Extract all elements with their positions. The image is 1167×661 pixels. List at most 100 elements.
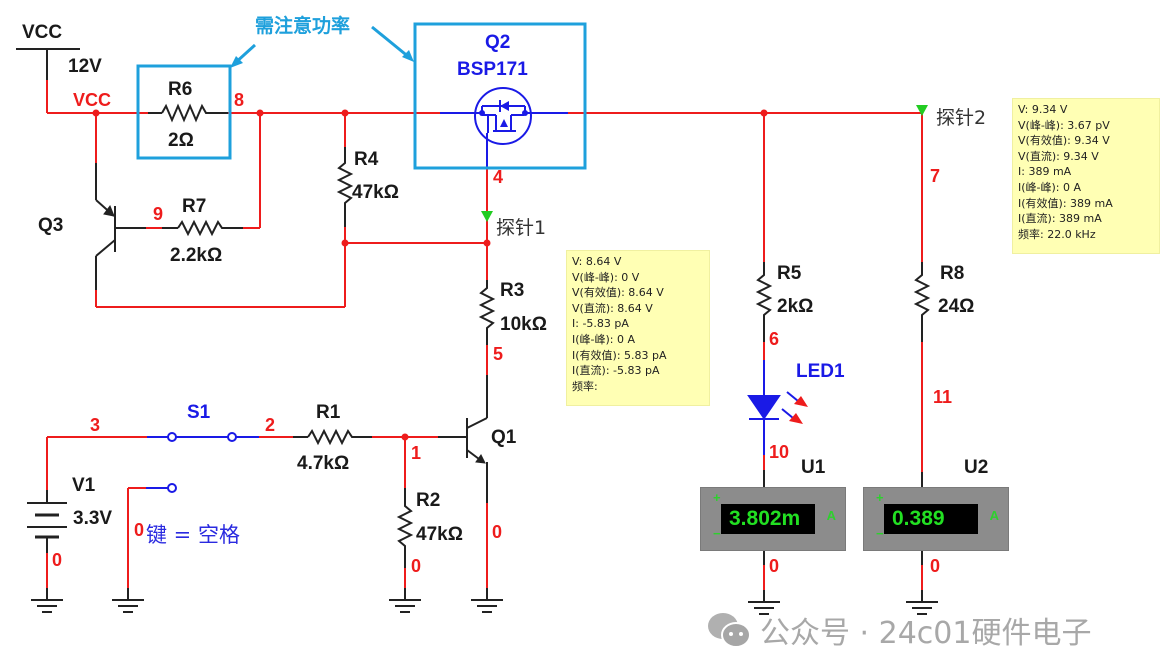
junction-dot: [401, 433, 409, 441]
net-label-2: 2: [265, 415, 275, 435]
r5-name: R5: [777, 263, 802, 284]
probe2-label: 探针2: [936, 107, 986, 129]
highlight-box-r6: [136, 64, 232, 160]
led1-diode: [747, 395, 781, 420]
probe1-line: I(直流): -5.83 pA: [572, 364, 660, 378]
annotation-arrowhead: [402, 50, 414, 62]
highlight-box-q2: [413, 22, 587, 170]
q2-source-dot: [479, 110, 485, 116]
net-label-1: 1: [411, 443, 421, 463]
watermark-text: 公众号 · 24c01硬件电子: [760, 616, 1092, 651]
u2-reading: 0.389: [884, 504, 978, 534]
vcc-voltage: 12V: [68, 56, 102, 77]
q1-name: Q1: [491, 427, 517, 448]
probe1-icon[interactable]: [481, 211, 493, 222]
r8-value: 24Ω: [938, 296, 974, 317]
ammeter-u1[interactable]: + 3.802m A −: [700, 487, 846, 551]
vcc-net-label: VCC: [73, 90, 111, 110]
r1-symbol: [307, 428, 372, 446]
probe1-line: V(直流): 8.64 V: [572, 301, 653, 315]
r3-name: R3: [500, 280, 524, 301]
net-label-4: 4: [493, 167, 503, 187]
ground-icon: [112, 599, 144, 613]
u1-name: U1: [801, 457, 826, 478]
ground-icon: [31, 599, 63, 613]
plus-terminal: +: [713, 490, 721, 505]
plus-terminal: +: [876, 490, 884, 505]
q2-body-diode: [500, 101, 509, 111]
net-label-8: 8: [234, 90, 244, 110]
net-label-0: 0: [411, 556, 421, 576]
net-label-0: 0: [930, 556, 940, 576]
probe1-line: V: 8.64 V: [572, 255, 622, 268]
q2-channel-arrow: [500, 119, 508, 127]
ground-symbols: [31, 599, 938, 615]
junction-dot: [483, 239, 491, 247]
probe2-line: V: 9.34 V: [1018, 103, 1068, 116]
r6-name: R6: [168, 79, 192, 100]
junctions: [92, 109, 768, 441]
probe1-line: V(有效值): 8.64 V: [572, 286, 664, 300]
ground-icon: [906, 601, 938, 615]
r6-value: 2Ω: [168, 130, 194, 151]
annotation-arrow: [371, 25, 411, 60]
probe1-line: I(峰-峰): 0 A: [572, 332, 636, 346]
power-note: 需注意功率: [255, 14, 350, 37]
junction-dot: [760, 109, 768, 117]
watermark: 公众号 · 24c01硬件电子: [706, 608, 1091, 652]
net-label-3: 3: [90, 415, 100, 435]
v1-name: V1: [72, 475, 96, 496]
net-label-6: 6: [769, 329, 779, 349]
probe2-line: V(有效值): 9.34 V: [1018, 134, 1110, 148]
q1-collector: [466, 417, 488, 429]
r8-name: R8: [940, 263, 964, 284]
net-label-5: 5: [493, 344, 503, 364]
net-label-10: 10: [769, 442, 789, 462]
r6-symbol: [161, 103, 210, 123]
r4-value: 47kΩ: [352, 182, 399, 203]
s1-contact[interactable]: [227, 432, 237, 442]
led1-ray-arrow: [794, 396, 808, 407]
probe1-line: I(有效值): 5.83 pA: [572, 348, 667, 362]
u2-name: U2: [964, 457, 988, 478]
led1-ray-arrow: [789, 413, 803, 424]
u2-unit: A: [989, 508, 999, 523]
r3-value: 10kΩ: [500, 314, 547, 335]
s1-contact[interactable]: [167, 483, 177, 493]
q1-emitter-arrow: [475, 454, 486, 464]
r2-symbol: [396, 488, 414, 568]
ground-icon: [748, 601, 780, 615]
q2-name: Q2: [485, 32, 510, 53]
net-label-0: 0: [492, 522, 502, 542]
probe2-icon[interactable]: [916, 105, 928, 116]
r4-name: R4: [354, 149, 379, 170]
v1-value: 3.3V: [73, 508, 112, 529]
junction-dot: [341, 109, 349, 117]
r1-value: 4.7kΩ: [297, 453, 349, 474]
net-label-0: 0: [134, 520, 144, 540]
probe1-line: I: -5.83 pA: [572, 317, 629, 331]
r5-symbol: [755, 262, 773, 342]
probe1-readout: V: 8.64 V V(峰-峰): 0 V V(有效值): 8.64 V V(直…: [566, 250, 710, 406]
q3-name: Q3: [38, 215, 63, 236]
r7-name: R7: [182, 196, 206, 217]
probe2-line: I(峰-峰): 0 A: [1018, 180, 1082, 194]
probe2-line: I: 389 mA: [1018, 165, 1072, 179]
ammeter-u2[interactable]: + 0.389 A −: [863, 487, 1009, 551]
r4-symbol: [336, 147, 354, 227]
junction-dot: [341, 239, 349, 247]
r3-symbol: [478, 280, 496, 345]
s1-contact[interactable]: [167, 432, 177, 442]
net-label-11: 11: [933, 387, 952, 407]
r7-symbol: [177, 219, 243, 237]
led1-ray: [781, 408, 794, 419]
q2-model: BSP171: [457, 59, 528, 80]
junction-dot: [92, 109, 100, 117]
wechat-icon: [708, 613, 751, 648]
r2-name: R2: [416, 490, 440, 511]
minus-terminal: −: [713, 526, 721, 541]
led1-name: LED1: [796, 361, 845, 382]
q3-emitter-arrow: [103, 204, 115, 217]
probe2-line: 频率: 22.0 kHz: [1018, 227, 1096, 241]
led1-ray: [786, 391, 799, 402]
